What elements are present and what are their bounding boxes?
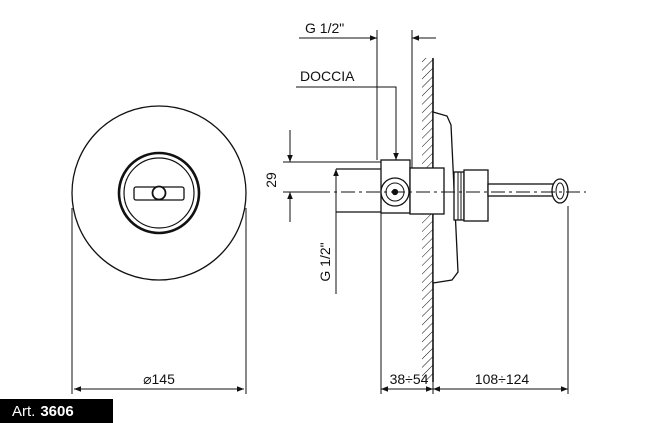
handle-base [463,169,489,222]
article-tag: Art. 3606 [0,399,113,423]
wall-hatching [422,58,433,382]
dimension-lines [283,30,569,394]
threaded-ring [453,171,465,221]
front-view [71,105,247,394]
handle-lever [487,183,555,197]
article-prefix: Art. [12,402,36,420]
wall-section [422,58,434,382]
outlet-label: DOCCIA [300,68,355,84]
handle-knob [117,151,201,235]
diameter-label: ⌀145 [143,371,175,387]
lever-end [551,178,569,204]
cover-plate-circle [71,105,247,281]
height-label: 29 [263,172,279,188]
article-number: 3606 [40,402,74,420]
depth-handle-label: 108÷124 [475,371,530,387]
thread-label-bottom: G 1/2" [317,242,333,281]
thread-label-top: G 1/2" [305,20,344,36]
depth-body-label: 38÷54 [390,371,429,387]
side-view [316,111,586,284]
collar [409,167,445,215]
